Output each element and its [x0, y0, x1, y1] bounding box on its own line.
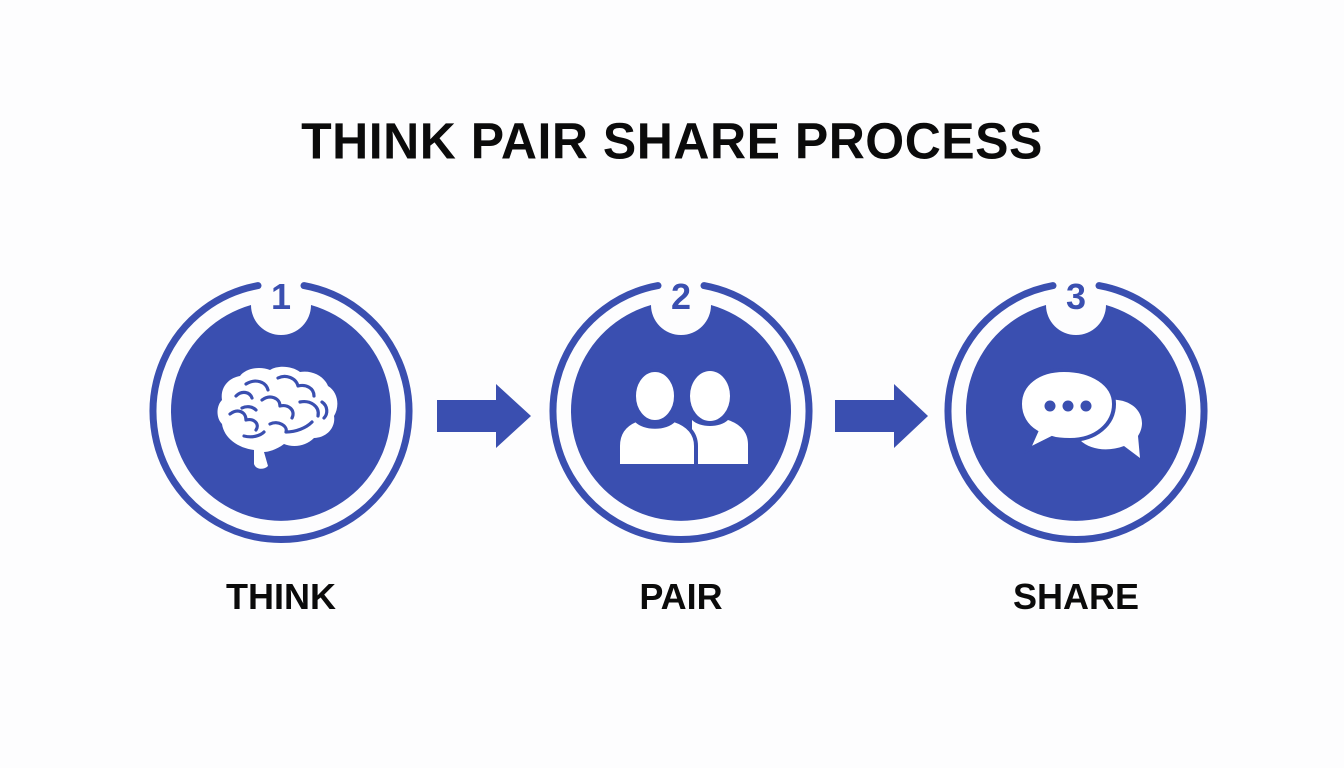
step-pair: 2 PAIR [546, 276, 816, 617]
step-label: THINK [226, 576, 336, 617]
step-number: 2 [670, 276, 692, 317]
arrow-right-icon [437, 384, 531, 448]
step-number: 3 [1065, 276, 1087, 317]
step-share: 3 SHARE [941, 276, 1211, 617]
step-label: PAIR [639, 576, 723, 617]
step-number: 1 [270, 276, 292, 317]
two-people-icon [616, 368, 748, 468]
brain-icon [217, 366, 338, 469]
step-think: 1 THINK [146, 276, 416, 617]
page-title: THINK PAIR SHARE PROCESS [301, 112, 1043, 170]
step-label: SHARE [1012, 576, 1140, 617]
chat-bubbles-icon [1018, 367, 1142, 458]
arrow-right-icon [835, 384, 928, 448]
